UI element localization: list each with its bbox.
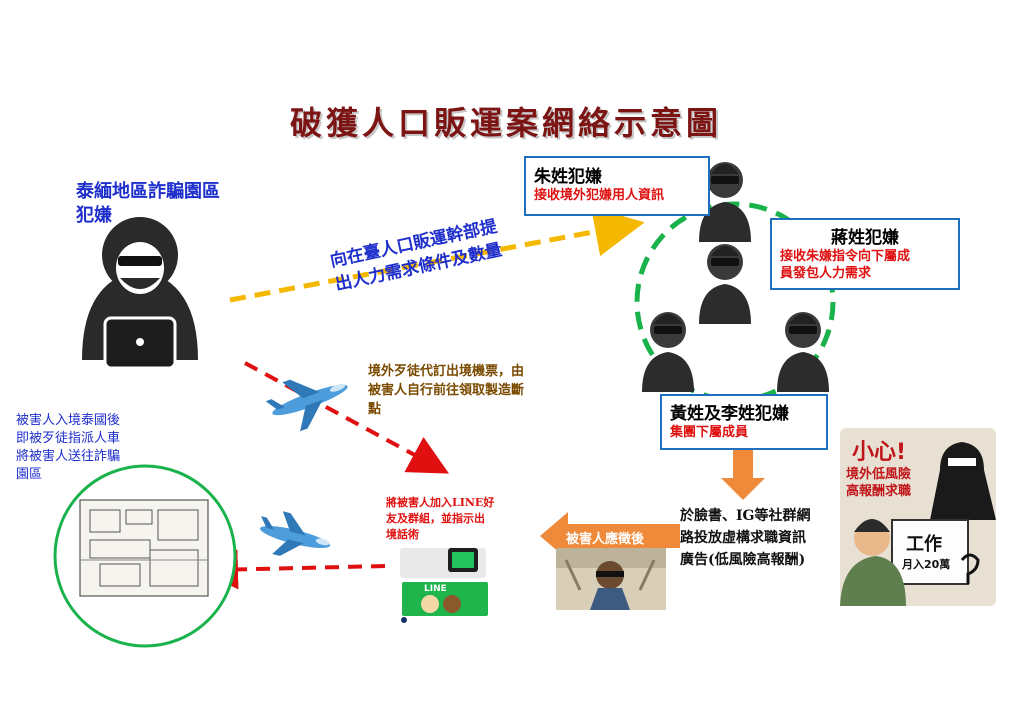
ticket-line3: 點 bbox=[368, 402, 382, 417]
red-dashed-arrow-to-thailand bbox=[198, 549, 386, 590]
jiang-suspect-box: 蔣姓犯嫌 接收朱嫌指令向下屬成 員發包人力需求 bbox=[770, 218, 960, 290]
left-suspect-line1: 泰緬地區詐騙園區 bbox=[76, 181, 220, 202]
airplane-icon bbox=[265, 379, 348, 432]
poster-line2: 高報酬求職 bbox=[846, 484, 912, 499]
huang-suspect-box: 黃姓及李姓犯嫌 集團下屬成員 bbox=[660, 394, 828, 450]
poster-line1: 境外低風險 bbox=[846, 467, 912, 482]
line-instruction-text: 將被害人加入LINE好 友及群組，並指示出 境話術 bbox=[386, 495, 494, 543]
hacker-icon bbox=[82, 217, 198, 370]
poster-sign-sub: 月入20萬 bbox=[902, 558, 951, 571]
victim-line3: 將被害人送往詐騙 bbox=[16, 449, 121, 464]
gang-member-jiang-icon bbox=[699, 244, 751, 324]
ad-line1: 於臉書、IG等社群網 bbox=[680, 508, 811, 524]
ticket-line2: 被害人自行前往領取製造斷 bbox=[368, 383, 525, 398]
compound-sketch-image bbox=[79, 499, 209, 597]
ad-line2: 路投放虛構求職資訊 bbox=[680, 530, 806, 546]
poster-warn: 小心! bbox=[852, 440, 907, 465]
poster-sign: 工作 bbox=[906, 534, 942, 555]
jiang-desc1: 接收朱嫌指令向下屬成 bbox=[780, 249, 911, 264]
apply-label: 被害人應徵後 bbox=[566, 532, 645, 547]
line-app-label: LINE bbox=[424, 584, 447, 594]
airplane-icon-2 bbox=[260, 511, 330, 556]
zhu-suspect-box: 朱姓犯嫌 接收境外犯嫌用人資訊 bbox=[524, 156, 710, 216]
victim-arrival-text: 被害人入境泰國後 即被歹徒指派人車 將被害人送往詐騙 園區 bbox=[16, 412, 120, 484]
victim-line1: 被害人入境泰國後 bbox=[16, 413, 121, 428]
orange-down-arrow bbox=[721, 440, 765, 500]
line-text-line1: 將被害人加入LINE好 bbox=[386, 496, 495, 509]
huang-desc: 集團下屬成員 bbox=[670, 425, 749, 440]
gold-dashed-arrow bbox=[229, 206, 645, 303]
jiang-name: 蔣姓犯嫌 bbox=[831, 228, 899, 248]
warning-poster bbox=[840, 428, 996, 606]
line-app-image bbox=[400, 548, 488, 623]
ticket-line1: 境外歹徒代訂出境機票，由 bbox=[368, 364, 525, 379]
victim-line2: 即被歹徒指派人車 bbox=[16, 431, 121, 446]
ticket-text: 境外歹徒代訂出境機票，由 被害人自行前往領取製造斷 點 bbox=[368, 362, 524, 419]
ad-line3: 廣告(低風險高報酬) bbox=[680, 552, 806, 568]
huang-name: 黃姓及李姓犯嫌 bbox=[670, 404, 789, 424]
victim-photo bbox=[556, 548, 666, 610]
poster-text: 境外低風險 高報酬求職 bbox=[846, 466, 911, 500]
zhu-desc: 接收境外犯嫌用人資訊 bbox=[534, 188, 665, 203]
page-title: 破獲人口販運案網絡示意圖 bbox=[290, 104, 723, 142]
ad-text: 於臉書、IG等社群網 路投放虛構求職資訊 廣告(低風險高報酬) bbox=[680, 505, 811, 571]
zhu-name: 朱姓犯嫌 bbox=[534, 167, 602, 187]
victim-line4: 園區 bbox=[16, 467, 43, 482]
gang-member-li-icon bbox=[777, 312, 829, 392]
left-suspect-line2: 犯嫌 bbox=[76, 205, 112, 226]
line-text-line3: 境話術 bbox=[386, 528, 419, 541]
left-suspect-label: 泰緬地區詐騙園區 犯嫌 bbox=[76, 180, 220, 228]
jiang-desc2: 員發包人力需求 bbox=[780, 266, 872, 281]
red-dashed-arrow-ticket bbox=[244, 361, 450, 474]
line-text-line2: 友及群組，並指示出 bbox=[386, 512, 485, 525]
